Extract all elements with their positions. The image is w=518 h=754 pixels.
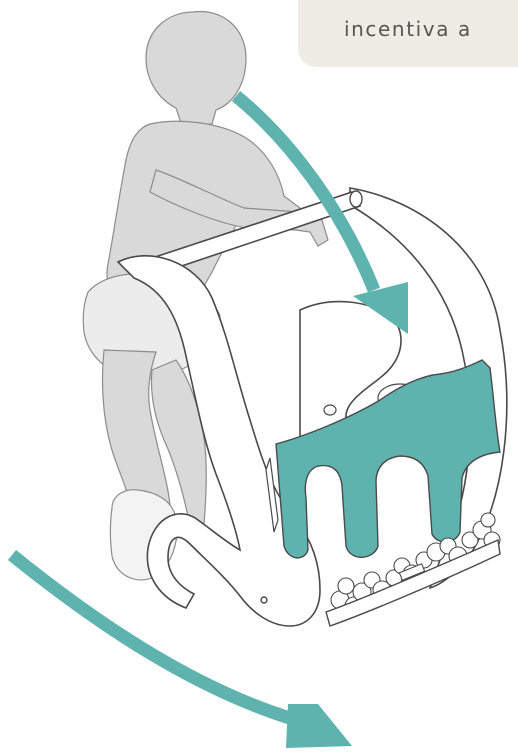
baby-walker-illustration — [0, 0, 518, 754]
illustration-stage: incentiva a — [0, 0, 518, 754]
